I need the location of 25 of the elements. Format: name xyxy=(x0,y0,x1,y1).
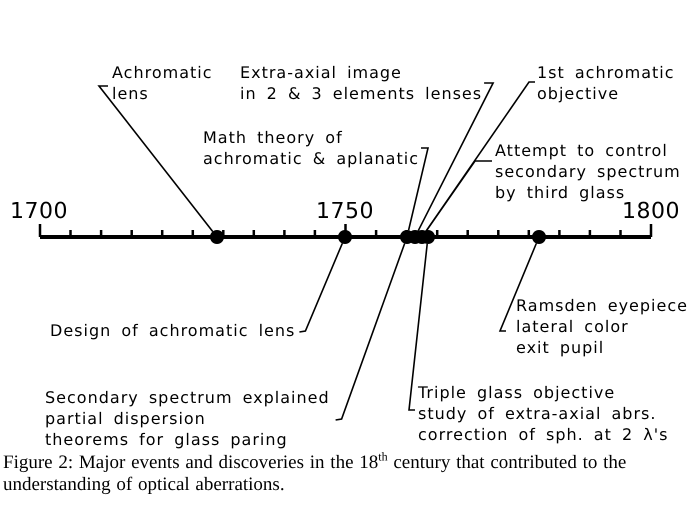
leader-line xyxy=(425,81,535,232)
leader-line xyxy=(417,82,494,232)
leader-line xyxy=(299,243,344,333)
event-label: Achromatic lens xyxy=(112,62,213,104)
leader-line xyxy=(425,160,492,232)
event-label: Triple glass objective study of extra-axial abrs. correction of sph. at 2 λ's xyxy=(418,382,668,445)
leader-line xyxy=(498,243,538,332)
event-label: Math theory of achromatic & aplanatic xyxy=(203,127,419,169)
leader-line xyxy=(97,85,214,232)
event-label: Ramsden eyepiece lateral color exit pupil xyxy=(516,295,688,358)
year-label: 1800 xyxy=(622,200,680,224)
leader-line xyxy=(335,243,406,421)
leader-line xyxy=(408,147,430,230)
timeline-dot-icon xyxy=(532,230,546,244)
year-label: 1700 xyxy=(10,200,68,224)
event-label: 1st achromatic objective xyxy=(537,62,675,104)
leader-line xyxy=(408,244,428,411)
event-label: Attempt to control secondary spectrum by third glass xyxy=(495,140,681,203)
figure-caption: Figure 2: Major events and discoveries in the 18$^{th}$ century that contributed to the understanding of optical aberrations. xyxy=(3,452,628,496)
year-label: 1750 xyxy=(316,200,374,224)
event-label: Design of achromatic lens xyxy=(50,320,296,341)
timeline-dot-icon xyxy=(338,230,352,244)
event-label: Secondary spectrum explained partial dispersion theorems for glass paring xyxy=(45,387,330,450)
event-label: Extra-axial image in 2 & 3 elements lenses xyxy=(240,62,482,104)
timeline-dot-icon xyxy=(210,230,224,244)
